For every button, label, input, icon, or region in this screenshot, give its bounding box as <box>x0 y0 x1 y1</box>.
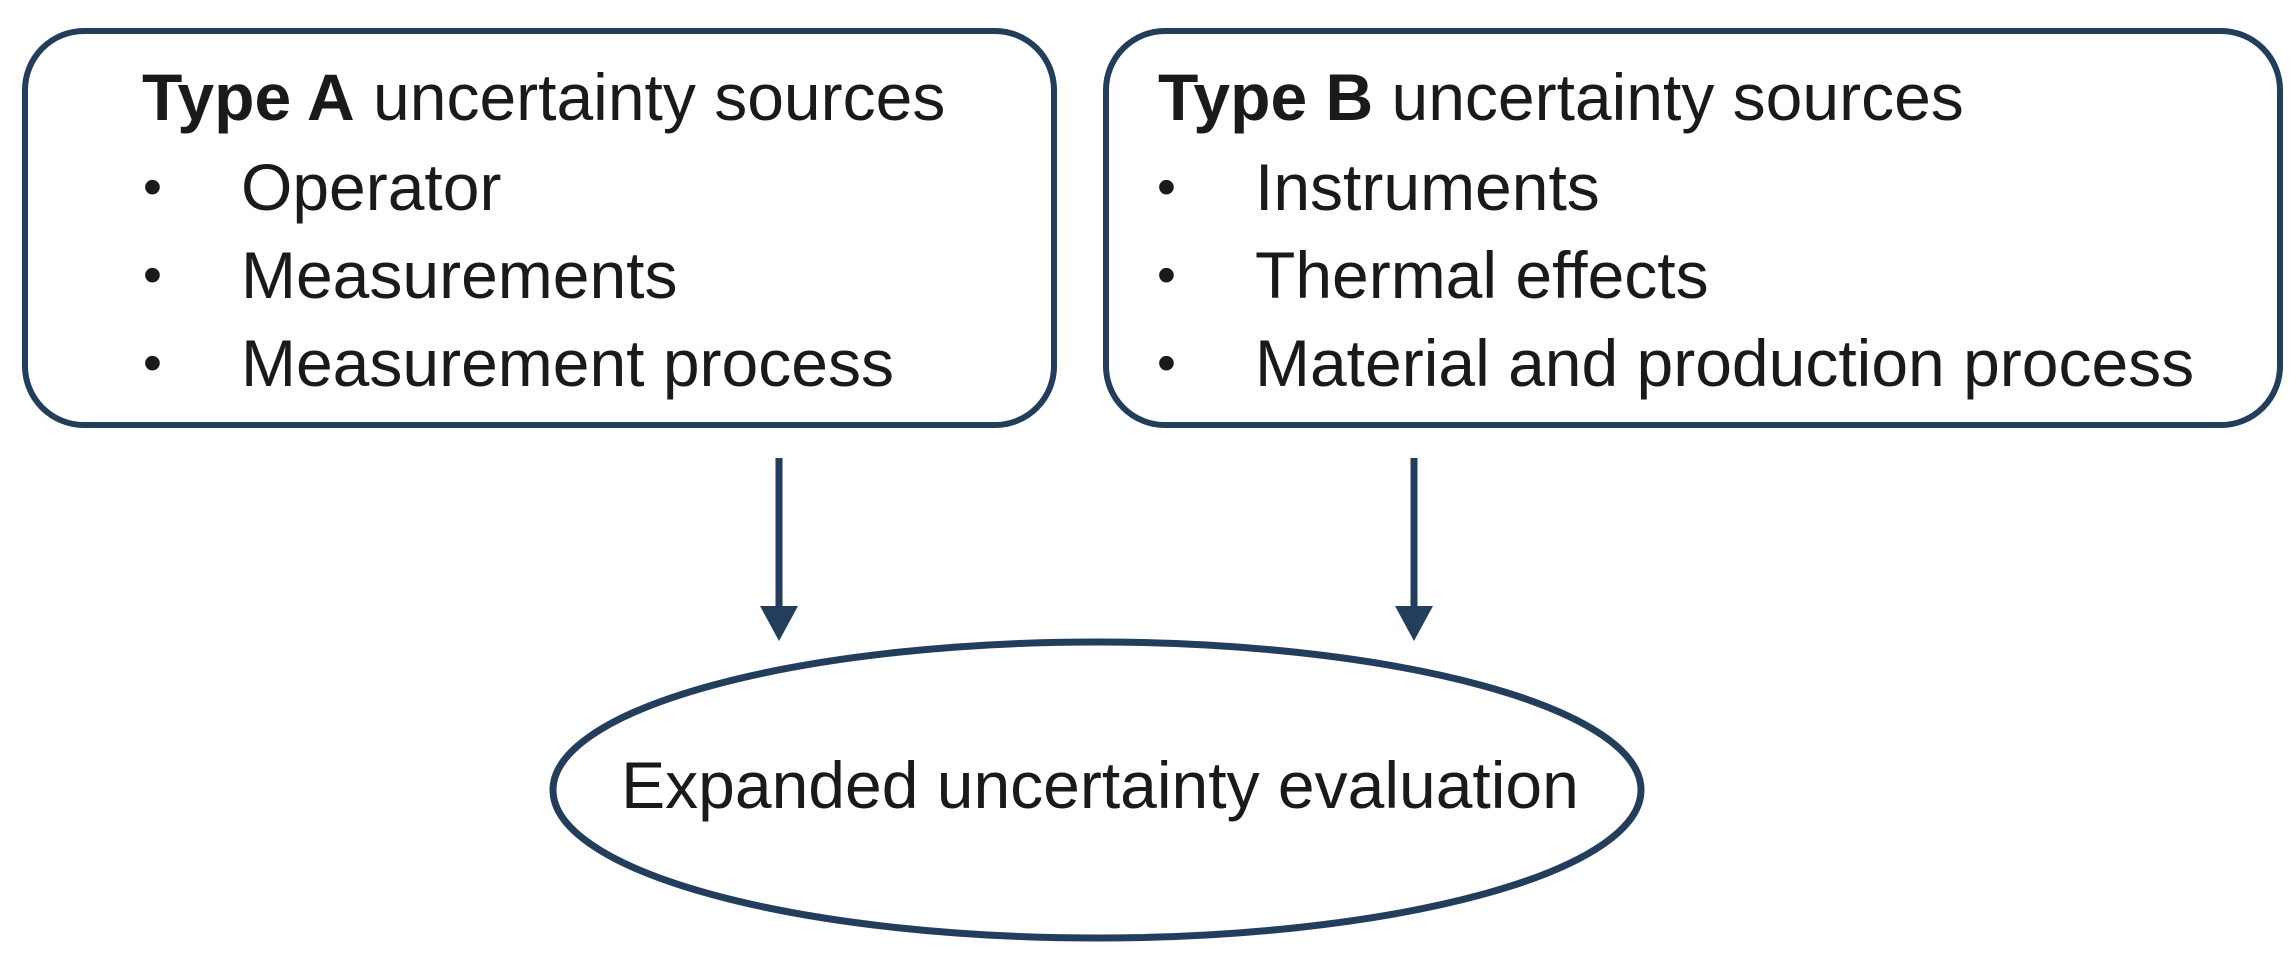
bullet: • <box>143 333 162 393</box>
type-a-sources-box: Type A uncertainty sources • Operator • … <box>22 28 1057 428</box>
type-b-title-bold: Type B <box>1158 60 1374 134</box>
item-label: Measurement process <box>241 326 894 400</box>
type-a-title-rest: uncertainty sources <box>354 60 946 134</box>
result-ellipse <box>549 638 1645 942</box>
item-label: Material and production process <box>1255 326 2195 400</box>
item-label: Thermal effects <box>1255 238 1709 312</box>
arrow-a-to-result <box>760 458 798 641</box>
item-label: Operator <box>241 150 502 224</box>
type-b-sources-box: Type B uncertainty sources • Instruments… <box>1103 28 2283 428</box>
type-b-title-rest: uncertainty sources <box>1373 60 1964 134</box>
type-a-title-bold: Type A <box>142 60 355 134</box>
item-label: Instruments <box>1255 150 1600 224</box>
arrow-b-to-result <box>1395 458 1433 641</box>
bullet: • <box>1157 157 1176 217</box>
bullet: • <box>143 245 162 305</box>
bullet: • <box>1157 333 1176 393</box>
type-a-title: Type A uncertainty sources <box>142 64 945 130</box>
item-label: Measurements <box>241 238 678 312</box>
bullet: • <box>143 157 162 217</box>
bullet: • <box>1157 245 1176 305</box>
type-b-title: Type B uncertainty sources <box>1158 64 1964 130</box>
result-label: Expanded uncertainty evaluation <box>621 748 1579 822</box>
